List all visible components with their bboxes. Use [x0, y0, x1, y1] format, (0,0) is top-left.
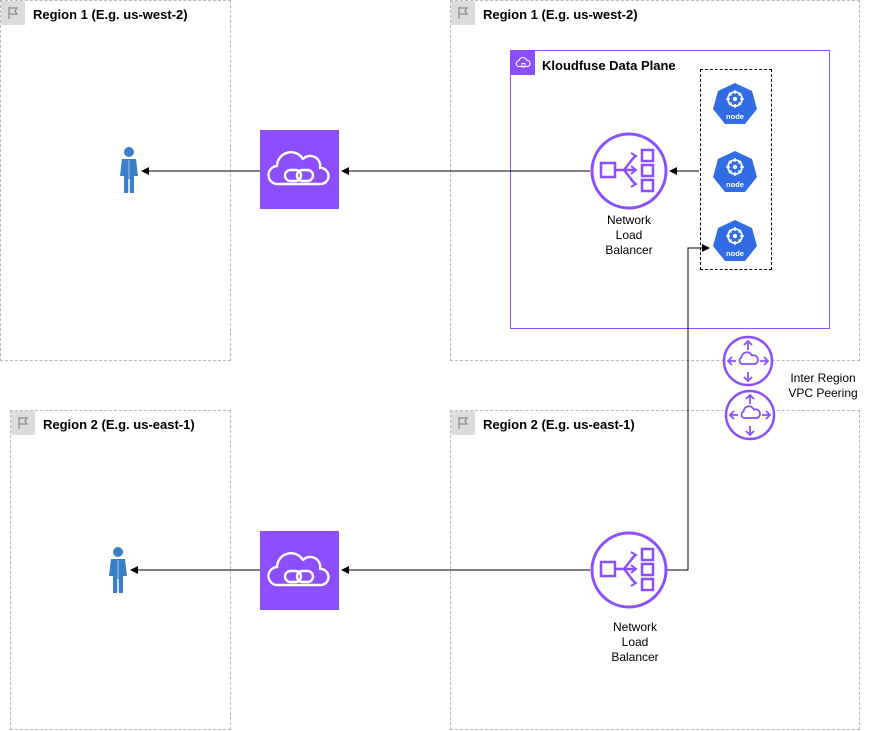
nlb-label-line: Balancer [611, 650, 659, 664]
network-load-balancer-icon [590, 132, 668, 210]
nlb-label-line: Load [621, 635, 649, 649]
data-plane-icon [511, 51, 535, 75]
region-label: Region 1 (E.g. us-west-2) [33, 7, 188, 22]
cloud-link-icon [260, 531, 339, 610]
node-label: node [726, 249, 744, 258]
flag-icon [451, 1, 475, 25]
peering-label-line: Inter Region [790, 371, 856, 385]
nlb-label-top: Network Load Balancer [584, 213, 674, 258]
peering-label-line: VPC Peering [788, 386, 858, 400]
flag-icon [11, 411, 35, 435]
flag-icon [1, 1, 25, 25]
nlb-label-line: Load [615, 228, 643, 242]
user-icon [109, 547, 127, 593]
nlb-label-line: Balancer [605, 243, 653, 257]
peering-label: Inter Region VPC Peering [778, 371, 868, 401]
cloud-link-icon [260, 130, 339, 209]
node-label: node [726, 180, 744, 189]
region-label: Region 2 (E.g. us-east-1) [483, 417, 635, 432]
data-plane-title: Kloudfuse Data Plane [542, 58, 676, 73]
kloudfuse-data-plane: Kloudfuse Data Plane [510, 50, 830, 329]
nlb-label-bottom: Network Load Balancer [590, 620, 680, 665]
region-1-right: Region 1 (E.g. us-west-2) [450, 0, 860, 361]
network-load-balancer-icon [590, 531, 668, 609]
flag-icon [451, 411, 475, 435]
node-group [700, 69, 772, 270]
region-label: Region 1 (E.g. us-west-2) [483, 7, 638, 22]
nlb-label-line: Network [612, 620, 657, 634]
nlb-label-line: Network [606, 213, 651, 227]
kubernetes-node-icon: node [713, 83, 757, 124]
region-label: Region 2 (E.g. us-east-1) [43, 417, 195, 432]
region-1-left: Region 1 (E.g. us-west-2) [0, 0, 231, 361]
kubernetes-node-icon: node [713, 151, 757, 192]
node-label: node [726, 112, 744, 121]
kubernetes-node-icon: node [713, 220, 757, 261]
vpc-peering-icon [724, 389, 776, 441]
vpc-peering-icon [722, 335, 774, 387]
user-icon [120, 147, 138, 193]
peering-connector [667, 244, 710, 571]
